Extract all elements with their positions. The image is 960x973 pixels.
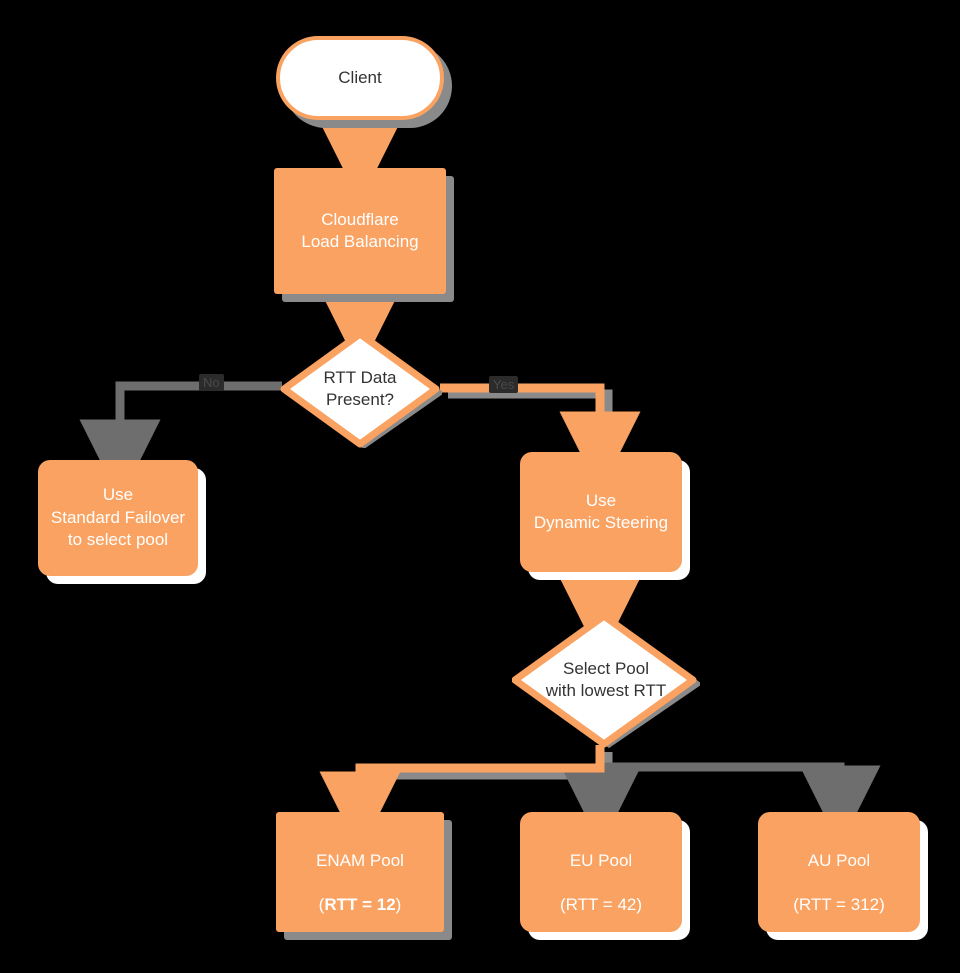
node-client-label: Client: [338, 67, 382, 87]
node-au-pool-name: AU Pool: [807, 850, 871, 870]
diamond-shape-rtt: [280, 330, 442, 448]
node-standard-failover[interactable]: Use Standard Failover to select pool: [38, 460, 198, 576]
node-rtt-data-present[interactable]: RTT Data Present?: [278, 330, 442, 448]
paren-open: (: [793, 895, 799, 915]
node-enam-pool[interactable]: ENAM Pool (RTT = 12): [276, 812, 444, 932]
node-enam-pool-rtt: RTT = 12: [324, 895, 396, 915]
node-eu-pool-content: EU Pool (RTT = 42): [560, 827, 642, 917]
node-dynamic-steering-label: Use Dynamic Steering: [533, 490, 669, 532]
paren-open: (: [559, 895, 566, 915]
edge-shadow-pool-enam: [363, 752, 613, 820]
node-eu-pool[interactable]: EU Pool (RTT = 42): [520, 812, 682, 932]
node-client[interactable]: Client: [276, 36, 444, 120]
paren-close: ): [395, 895, 402, 915]
node-au-pool[interactable]: AU Pool (RTT = 312): [758, 812, 920, 932]
paren-close: ): [879, 895, 885, 915]
node-enam-pool-name: ENAM Pool: [316, 850, 404, 870]
node-eu-pool-rtt: RTT = 42: [565, 895, 637, 915]
node-dynamic-steering[interactable]: Use Dynamic Steering: [520, 452, 682, 572]
node-eu-pool-name: EU Pool: [569, 850, 633, 870]
edge-pool-to-au: [601, 762, 881, 847]
node-select-pool[interactable]: Select Pool with lowest RTT: [512, 612, 700, 748]
node-enam-pool-content: ENAM Pool (RTT = 12): [316, 827, 404, 917]
diamond-shape-select-pool: [512, 612, 700, 748]
edge-selectpool-to-enam: [319, 745, 605, 853]
node-load-balancing-label: Cloudflare Load Balancing: [301, 209, 419, 251]
node-au-pool-content: AU Pool (RTT = 312): [793, 827, 885, 917]
edge-label-no: No: [199, 374, 224, 391]
node-au-pool-rtt: RTT = 312: [798, 895, 880, 915]
node-standard-failover-label: Use Standard Failover to select pool: [50, 485, 186, 550]
edge-rtt-yes-to-steering: [440, 383, 641, 493]
node-select-pool-label: Select Pool with lowest RTT: [545, 658, 667, 700]
paren-close: ): [636, 895, 643, 915]
edge-label-yes: Yes: [489, 376, 519, 393]
node-rtt-data-present-label: RTT Data Present?: [323, 367, 397, 409]
node-load-balancing[interactable]: Cloudflare Load Balancing: [274, 168, 446, 294]
paren-open: (: [318, 895, 325, 915]
edge-rtt-no-to-failover: [79, 381, 282, 501]
